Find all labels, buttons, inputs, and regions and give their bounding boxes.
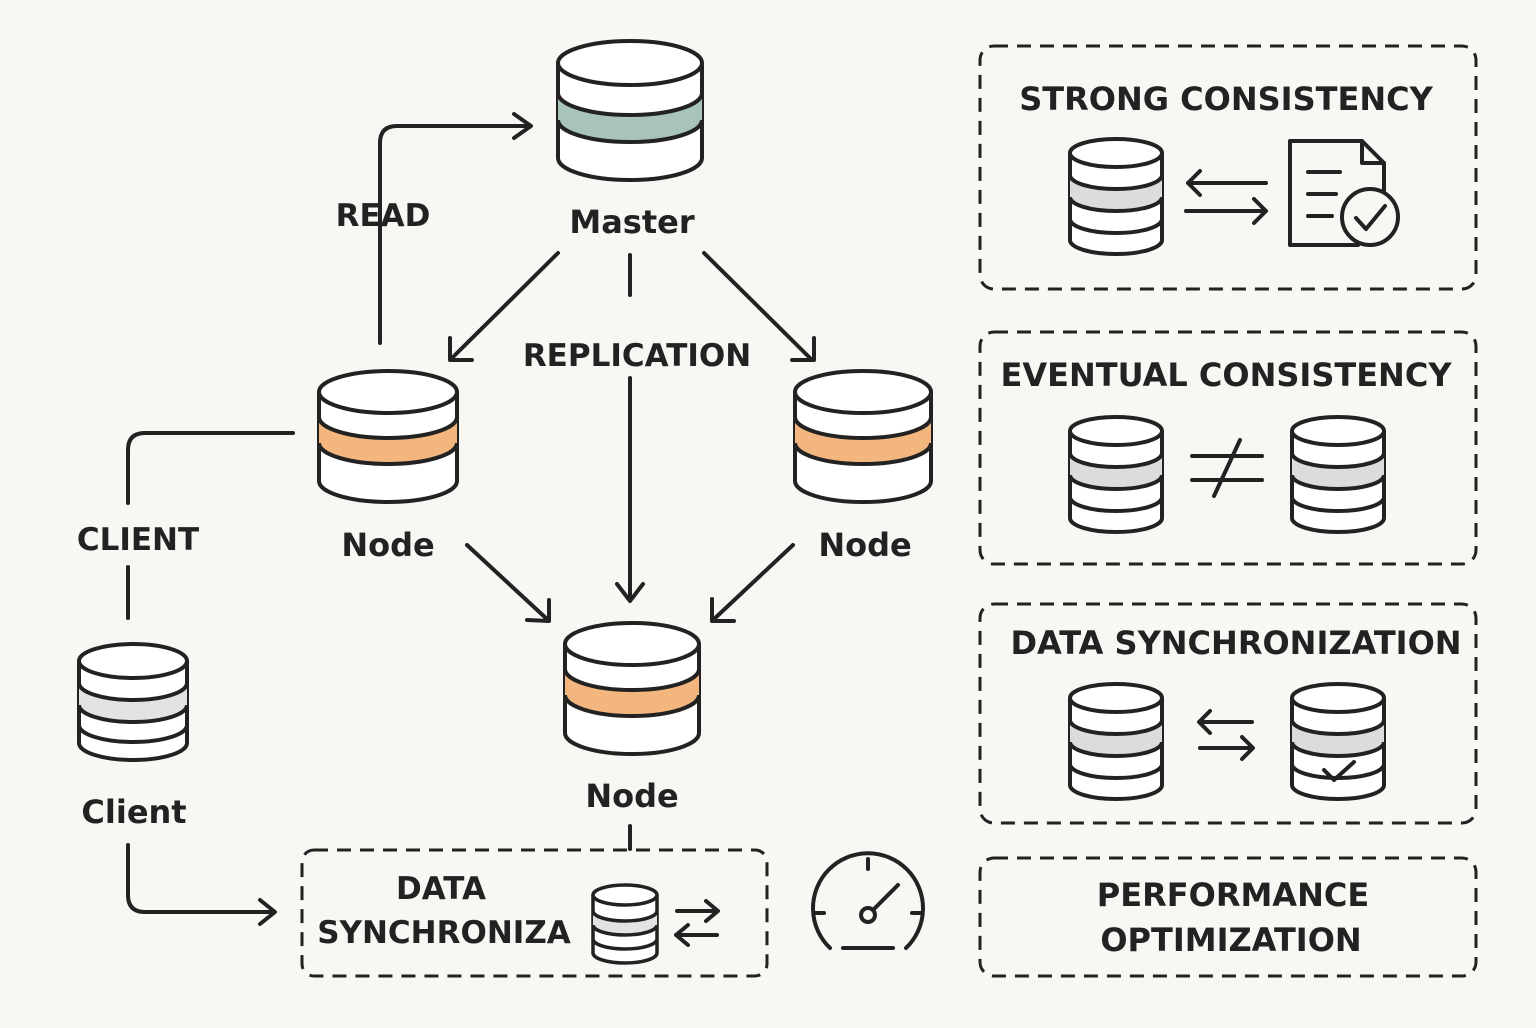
node-bottom-label: Node — [585, 777, 678, 815]
replication-edge-label: REPLICATION — [523, 338, 751, 374]
panel-performance-title-line2: OPTIMIZATION — [1100, 921, 1361, 959]
database-icon — [1290, 415, 1386, 534]
panel-performance-title-line1: PERFORMANCE — [1097, 876, 1369, 914]
client-connector-top — [126, 431, 295, 505]
read-connector — [378, 124, 532, 345]
client-database-icon — [77, 642, 189, 762]
node-left-database-icon — [317, 369, 459, 504]
client-to-sync-arrowhead — [258, 898, 277, 926]
bottom-sync-line1: DATA — [396, 871, 486, 907]
replication-arrowhead-left — [448, 336, 474, 362]
read-edge-label: READ — [336, 198, 431, 234]
bottom-sync-box: DATA SYNCHRONIZA — [300, 848, 769, 978]
panel-strong-title: STRONG CONSISTENCY — [1019, 80, 1433, 118]
replication-arrow-right — [702, 251, 814, 362]
bottom-sync-line2: SYNCHRONIZA — [317, 915, 571, 951]
node-right-label: Node — [818, 526, 911, 564]
sync-arrows-icon — [1184, 169, 1268, 225]
client-edge-label: CLIENT — [77, 522, 199, 558]
sync-arrow-left — [465, 543, 550, 622]
database-icon — [1068, 415, 1164, 534]
master-label: Master — [569, 203, 694, 241]
panel-eventual-consistency: EVENTUAL CONSISTENCY — [978, 330, 1478, 566]
database-icon — [1068, 137, 1164, 256]
verified-document-icon — [1288, 139, 1400, 247]
not-equal-icon — [1190, 438, 1264, 498]
connectors — [126, 112, 816, 926]
panel-strong-border — [978, 44, 1478, 291]
sync-arrowhead-left — [525, 598, 551, 623]
read-arrowhead — [512, 112, 533, 140]
panel-sync-border — [978, 602, 1478, 825]
node-bottom-database-icon — [563, 621, 701, 756]
database-check-icon — [1290, 682, 1386, 801]
panel-eventual-title: EVENTUAL CONSISTENCY — [1001, 356, 1453, 394]
panel-performance-border — [978, 856, 1478, 978]
bottom-sync-database-icon — [591, 883, 659, 965]
node-left-label: Node — [341, 526, 434, 564]
sync-arrows-icon — [1197, 709, 1255, 761]
bottom-sync-box-border — [300, 848, 769, 978]
node-right-database-icon — [793, 369, 933, 504]
replication-arrow-left — [450, 251, 560, 360]
bottom-sync-arrows-icon — [674, 899, 720, 947]
panel-sync-title: DATA SYNCHRONIZATION — [1010, 624, 1461, 662]
sync-arrow-right — [711, 543, 795, 622]
master-database-icon — [556, 39, 704, 182]
panel-performance-optimization: PERFORMANCE OPTIMIZATION — [978, 856, 1478, 978]
replication-arrowhead-right — [790, 336, 816, 362]
panel-data-synchronization: DATA SYNCHRONIZATION — [978, 602, 1478, 825]
replication-arrowhead-center — [615, 582, 645, 603]
database-icon — [1068, 682, 1164, 801]
panel-eventual-border — [978, 330, 1478, 566]
client-to-sync-connector — [126, 843, 275, 914]
sync-arrowhead-right — [710, 597, 736, 623]
speedometer-icon — [811, 851, 925, 950]
client-label: Client — [81, 793, 186, 831]
panel-strong-consistency: STRONG CONSISTENCY — [978, 44, 1478, 291]
